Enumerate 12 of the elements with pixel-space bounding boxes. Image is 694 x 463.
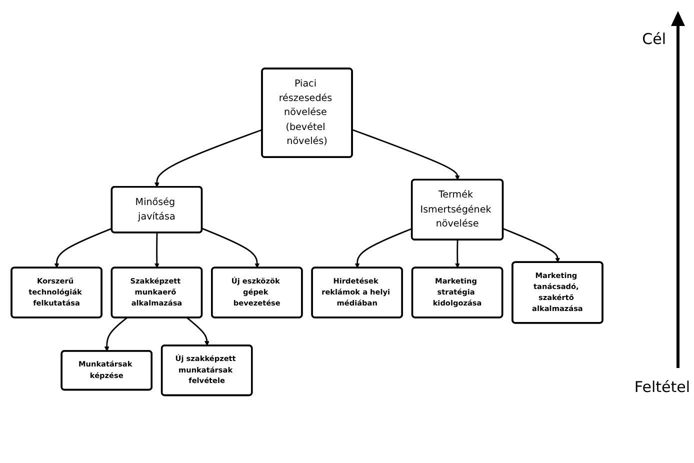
arrow: [455, 240, 460, 268]
axis-label: Cél: [642, 30, 666, 48]
axis-label: Feltétel: [634, 378, 690, 396]
arrow: [154, 128, 262, 187]
arrow: [202, 227, 260, 268]
arrow: [354, 228, 412, 268]
arrow: [352, 128, 460, 180]
arrow: [54, 227, 112, 268]
arrow: [104, 316, 128, 352]
arrow: [502, 228, 560, 262]
arrow: [154, 232, 160, 268]
arrow: [186, 316, 210, 346]
